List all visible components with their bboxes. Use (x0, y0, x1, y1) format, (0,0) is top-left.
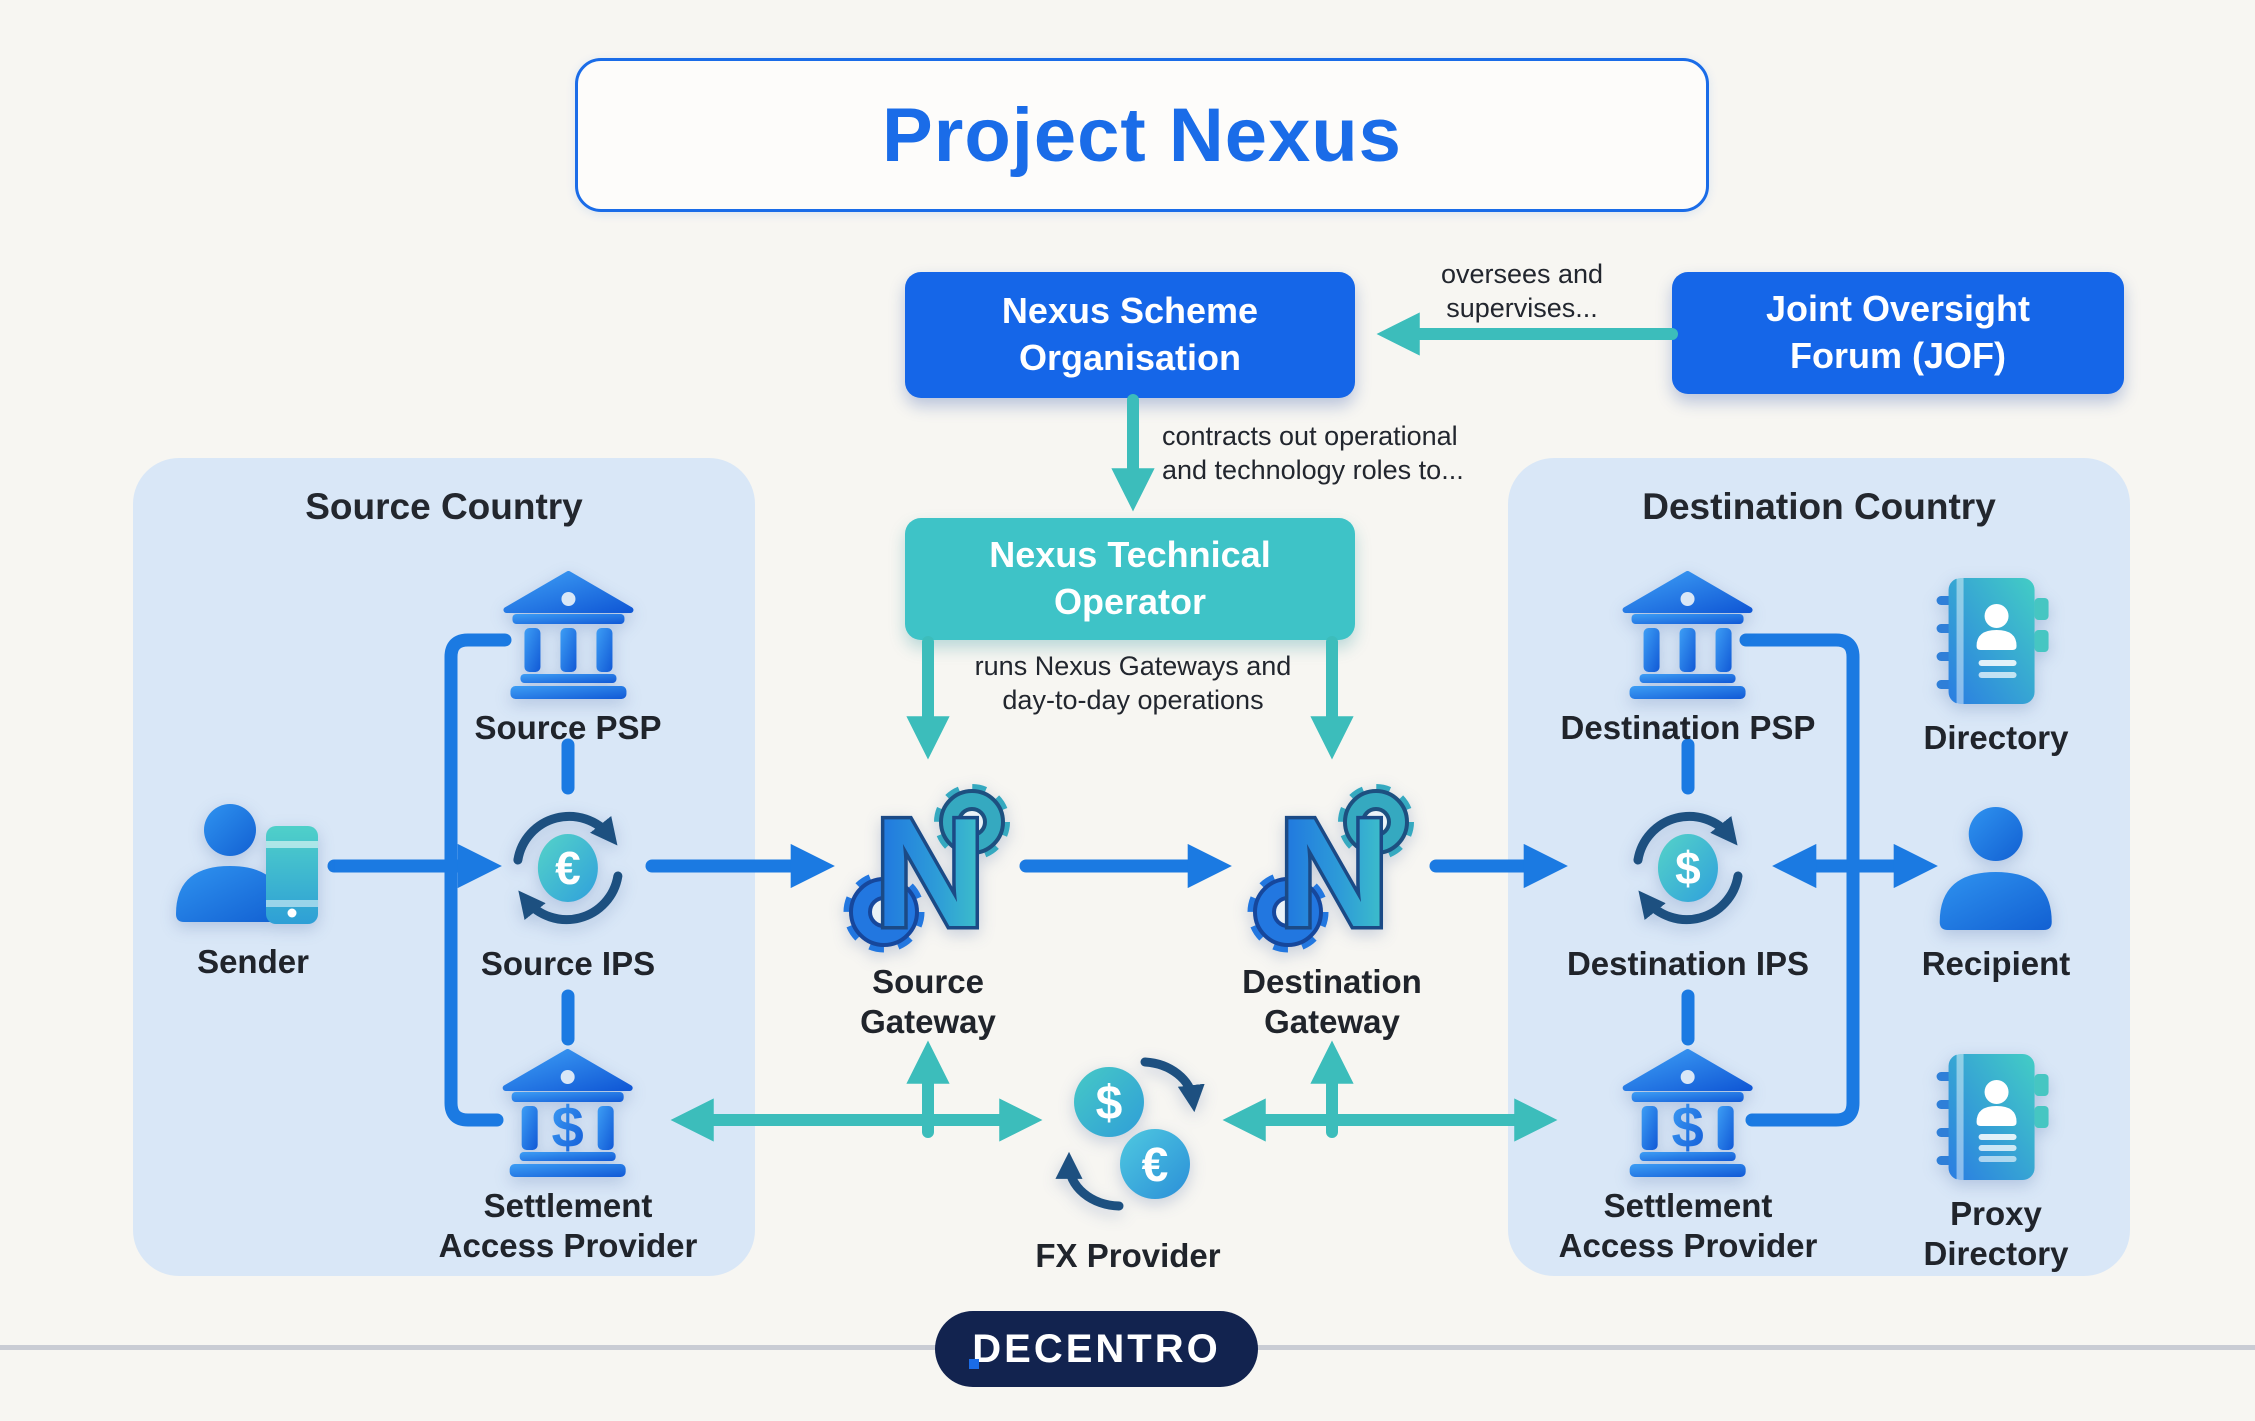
node-fx-provider: $ € FX Provider (1033, 1040, 1223, 1276)
svg-text:$: $ (1096, 1077, 1123, 1130)
node-destination-psp: Destination PSP (1560, 570, 1816, 748)
joint-oversight-forum-label: Joint Oversight Forum (JOF) (1765, 288, 2031, 376)
nexus-technical-operator-label: Nexus Technical Operator (989, 534, 1271, 622)
person-icon (1926, 798, 2066, 938)
svg-text:€: € (555, 842, 581, 894)
nexus-gateway-icon: N (838, 776, 1018, 956)
page-title: Project Nexus (882, 92, 1402, 178)
fx-provider-label: FX Provider (1035, 1237, 1221, 1274)
svg-text:$: $ (552, 1095, 584, 1160)
currency-exchange-icon: $ € (1033, 1040, 1223, 1230)
svg-text:$: $ (1672, 1095, 1704, 1160)
source-country-title: Source Country (305, 486, 583, 527)
nexus-technical-operator-box: Nexus Technical Operator (905, 518, 1355, 640)
destination-psp-label: Destination PSP (1560, 709, 1816, 746)
node-source-ips: € Source IPS (481, 798, 655, 984)
source-gateway-label: Source Gateway (860, 963, 996, 1041)
node-source-psp: Source PSP (474, 570, 662, 748)
node-recipient: Recipient (1921, 798, 2071, 984)
gear-bottom-left (1247, 871, 1329, 953)
svg-text:€: € (1142, 1139, 1169, 1192)
proxy-directory-label: Proxy Directory (1923, 1195, 2069, 1273)
bank-icon (498, 570, 638, 702)
decentro-logo: DECENTRO (935, 1311, 1258, 1387)
node-proxy-directory: Proxy Directory (1923, 1048, 2069, 1275)
node-directory: Directory (1923, 572, 2069, 758)
recipient-label: Recipient (1921, 945, 2071, 982)
destination-ips-label: Destination IPS (1566, 945, 1810, 982)
nexus-scheme-organisation-label: Nexus Scheme Organisation (1001, 290, 1259, 378)
directory-label: Directory (1923, 719, 2069, 756)
address-book-icon (1931, 1048, 2061, 1188)
joint-oversight-forum-box: Joint Oversight Forum (JOF) (1672, 272, 2124, 394)
contracts-note: contracts out operational and technology… (1162, 421, 1464, 485)
gear-top-right (1338, 784, 1414, 860)
source-sap-label: Settlement Access Provider (438, 1187, 698, 1265)
bracket-source-psp-sap (444, 633, 512, 1127)
oversees-note: oversees and supervises... (1440, 259, 1604, 323)
logo-dot (969, 1358, 980, 1369)
node-destination-settlement-access-provider: $ Settlement Access Provider (1558, 1048, 1818, 1267)
runs-note: runs Nexus Gateways and day-to-day opera… (974, 651, 1292, 715)
bracket-destination-psp-sap (1739, 633, 1860, 1127)
address-book-icon (1931, 572, 2061, 712)
nexus-scheme-organisation-box: Nexus Scheme Organisation (905, 272, 1355, 398)
sender-label: Sender (197, 943, 309, 980)
source-ips-label: Source IPS (480, 945, 656, 982)
nexus-gateway-icon: N (1242, 776, 1422, 956)
node-destination-gateway: N Destination Gateway (1242, 776, 1422, 1043)
node-source-settlement-access-provider: $ Settlement Access Provider (438, 1048, 698, 1267)
svg-text:N: N (874, 786, 986, 956)
destination-country-title: Destination Country (1642, 486, 1996, 527)
decentro-logo-text: DECENTRO (969, 1327, 1220, 1372)
person-phone-icon (168, 796, 338, 936)
bank-icon (1618, 570, 1758, 702)
bank-dollar-icon: $ (1618, 1048, 1758, 1180)
gear-top-right (934, 784, 1010, 860)
svg-text:N: N (1278, 786, 1390, 956)
destination-gateway-label: Destination Gateway (1242, 963, 1422, 1041)
destination-sap-label: Settlement Access Provider (1558, 1187, 1818, 1265)
title-box: Project Nexus (575, 58, 1709, 212)
cycle-euro-icon: € (498, 798, 638, 938)
node-sender: Sender (168, 796, 338, 982)
node-destination-ips: $ Destination IPS (1567, 798, 1809, 984)
svg-text:$: $ (1675, 842, 1701, 894)
source-psp-label: Source PSP (474, 709, 662, 746)
gear-bottom-left (843, 871, 925, 953)
bank-dollar-icon: $ (498, 1048, 638, 1180)
cycle-dollar-icon: $ (1618, 798, 1758, 938)
node-source-gateway: N Source Gateway (838, 776, 1018, 1043)
